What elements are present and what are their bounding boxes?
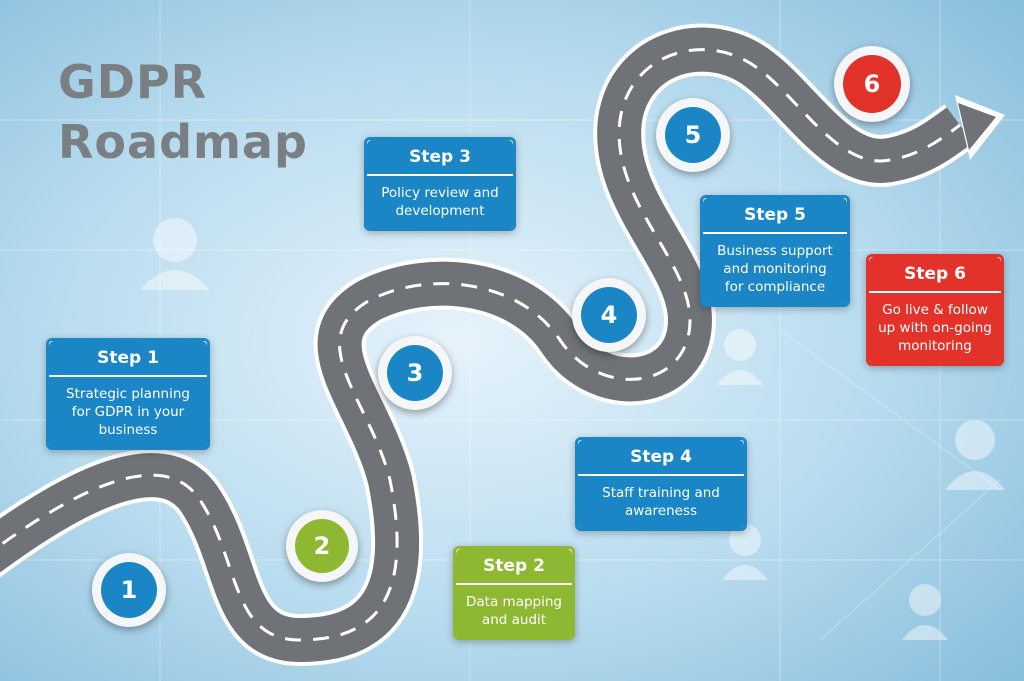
step-2-description: Data mapping and audit — [456, 585, 572, 637]
step-3-card: Step 3 Policy review and development — [364, 137, 516, 231]
marker-5-number: 5 — [665, 107, 721, 163]
marker-6-number: 6 — [843, 55, 901, 113]
step-2-label: Step 2 — [456, 549, 572, 583]
marker-2-number: 2 — [295, 519, 349, 573]
step-1-label: Step 1 — [49, 341, 207, 375]
step-6-line: monitoring — [898, 338, 972, 354]
title-line-1: GDPR — [58, 55, 208, 109]
step-1-card: Step 1 Strategic planning for GDPR in yo… — [46, 338, 210, 450]
step-5-divider — [703, 232, 847, 234]
title-line-2: Roadmap — [58, 115, 308, 169]
step-3-description: Policy review and development — [367, 176, 513, 228]
marker-3-number: 3 — [387, 345, 443, 401]
step-2-line: Data mapping — [466, 594, 562, 610]
step-5-card: Step 5 Business support and monitoring f… — [700, 195, 850, 307]
step-2-divider — [456, 583, 572, 585]
step-6-label: Step 6 — [869, 257, 1001, 291]
step-2-card: Step 2 Data mapping and audit — [453, 546, 575, 640]
marker-4: 4 — [572, 278, 646, 352]
page-title: GDPR Roadmap — [58, 52, 308, 172]
step-4-description: Staff training and awareness — [578, 476, 744, 528]
step-2-line: and audit — [481, 612, 547, 628]
step-4-label: Step 4 — [578, 440, 744, 474]
step-5-line: for compliance — [724, 279, 826, 295]
marker-4-number: 4 — [581, 287, 637, 343]
step-5-description: Business support and monitoring for comp… — [703, 234, 847, 304]
step-1-divider — [49, 375, 207, 377]
step-3-line: development — [395, 203, 485, 219]
step-1-line: business — [98, 422, 158, 438]
road — [0, 23, 1005, 667]
step-1-description: Strategic planning for GDPR in your busi… — [49, 377, 207, 447]
marker-3: 3 — [378, 336, 452, 410]
marker-1: 1 — [92, 553, 166, 627]
step-6-divider — [869, 291, 1001, 293]
step-5-label: Step 5 — [703, 198, 847, 232]
marker-6: 6 — [834, 46, 910, 122]
step-5-line: Business support — [717, 243, 833, 259]
people-icons — [140, 218, 1005, 640]
step-1-line: Strategic planning — [66, 386, 190, 402]
step-1-line: for GDPR in your — [71, 404, 185, 420]
step-6-description: Go live & follow up with on-going monito… — [869, 293, 1001, 363]
marker-2: 2 — [286, 510, 358, 582]
step-6-line: Go live & follow — [882, 302, 988, 318]
step-3-label: Step 3 — [367, 140, 513, 174]
marker-5: 5 — [656, 98, 730, 172]
step-6-card: Step 6 Go live & follow up with on-going… — [866, 254, 1004, 366]
step-3-line: Policy review and — [381, 185, 499, 201]
step-3-divider — [367, 174, 513, 176]
marker-1-number: 1 — [101, 562, 157, 618]
step-4-line: awareness — [624, 503, 698, 519]
step-4-card: Step 4 Staff training and awareness — [575, 437, 747, 531]
step-4-divider — [578, 474, 744, 476]
step-6-line: up with on-going — [878, 320, 992, 336]
step-5-line: and monitoring — [723, 261, 827, 277]
step-4-line: Staff training and — [602, 485, 720, 501]
